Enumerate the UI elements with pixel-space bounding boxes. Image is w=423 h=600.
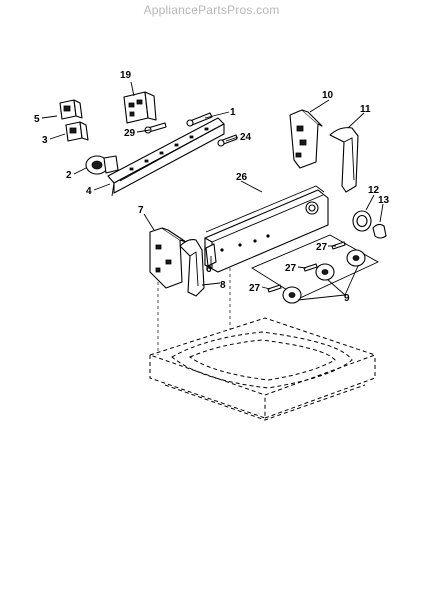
control-panel-backsplash — [204, 185, 329, 273]
knob-set-outline — [251, 234, 379, 299]
callout-27-middle: 27 — [285, 263, 297, 274]
callout-9: 9 — [344, 293, 350, 304]
switch-mounting-bracket — [107, 117, 225, 197]
callout-13: 13 — [378, 195, 390, 206]
rotary-switch — [85, 155, 119, 175]
callout-6: 6 — [206, 264, 212, 275]
callout-26: 26 — [236, 172, 248, 183]
callout-27-lower: 27 — [249, 283, 261, 294]
control-knob-middle — [315, 263, 335, 281]
screw-1 — [186, 112, 213, 127]
right-end-cap-bracket — [289, 109, 323, 169]
control-knob-lower — [282, 286, 302, 304]
watermark: AppliancePartsPros.com — [143, 3, 280, 17]
right-end-trim — [329, 127, 359, 193]
callout-3: 3 — [42, 135, 48, 146]
screw-29 — [144, 122, 167, 134]
callout-11: 11 — [360, 104, 371, 115]
timer-module — [123, 91, 157, 124]
callout-4: 4 — [86, 186, 92, 197]
knob — [372, 223, 387, 239]
callout-1: 1 — [230, 107, 236, 118]
knob-screws — [267, 241, 346, 293]
clip-6 — [205, 243, 217, 267]
callout-2: 2 — [66, 170, 72, 181]
callout-12: 12 — [368, 185, 380, 196]
left-end-cap — [149, 227, 187, 289]
callout-24: 24 — [240, 132, 252, 143]
callout-8: 8 — [220, 280, 226, 291]
knob-skirt — [352, 210, 372, 232]
callout-27-upper: 27 — [316, 242, 328, 253]
callout-19: 19 — [120, 70, 132, 81]
leader-lines — [41, 81, 384, 301]
left-end-trim — [179, 239, 205, 297]
push-switch-upper — [59, 99, 83, 120]
control-knob-upper — [346, 249, 366, 267]
callout-labels: 19 1 5 29 24 3 2 4 10 11 26 12 13 7 27 6… — [34, 70, 390, 304]
callout-7: 7 — [138, 205, 144, 216]
push-switch-lower — [65, 121, 89, 142]
callout-5: 5 — [34, 114, 40, 125]
cabinet-top-outline — [148, 238, 377, 421]
callout-10: 10 — [322, 90, 334, 101]
callout-29: 29 — [124, 128, 136, 139]
